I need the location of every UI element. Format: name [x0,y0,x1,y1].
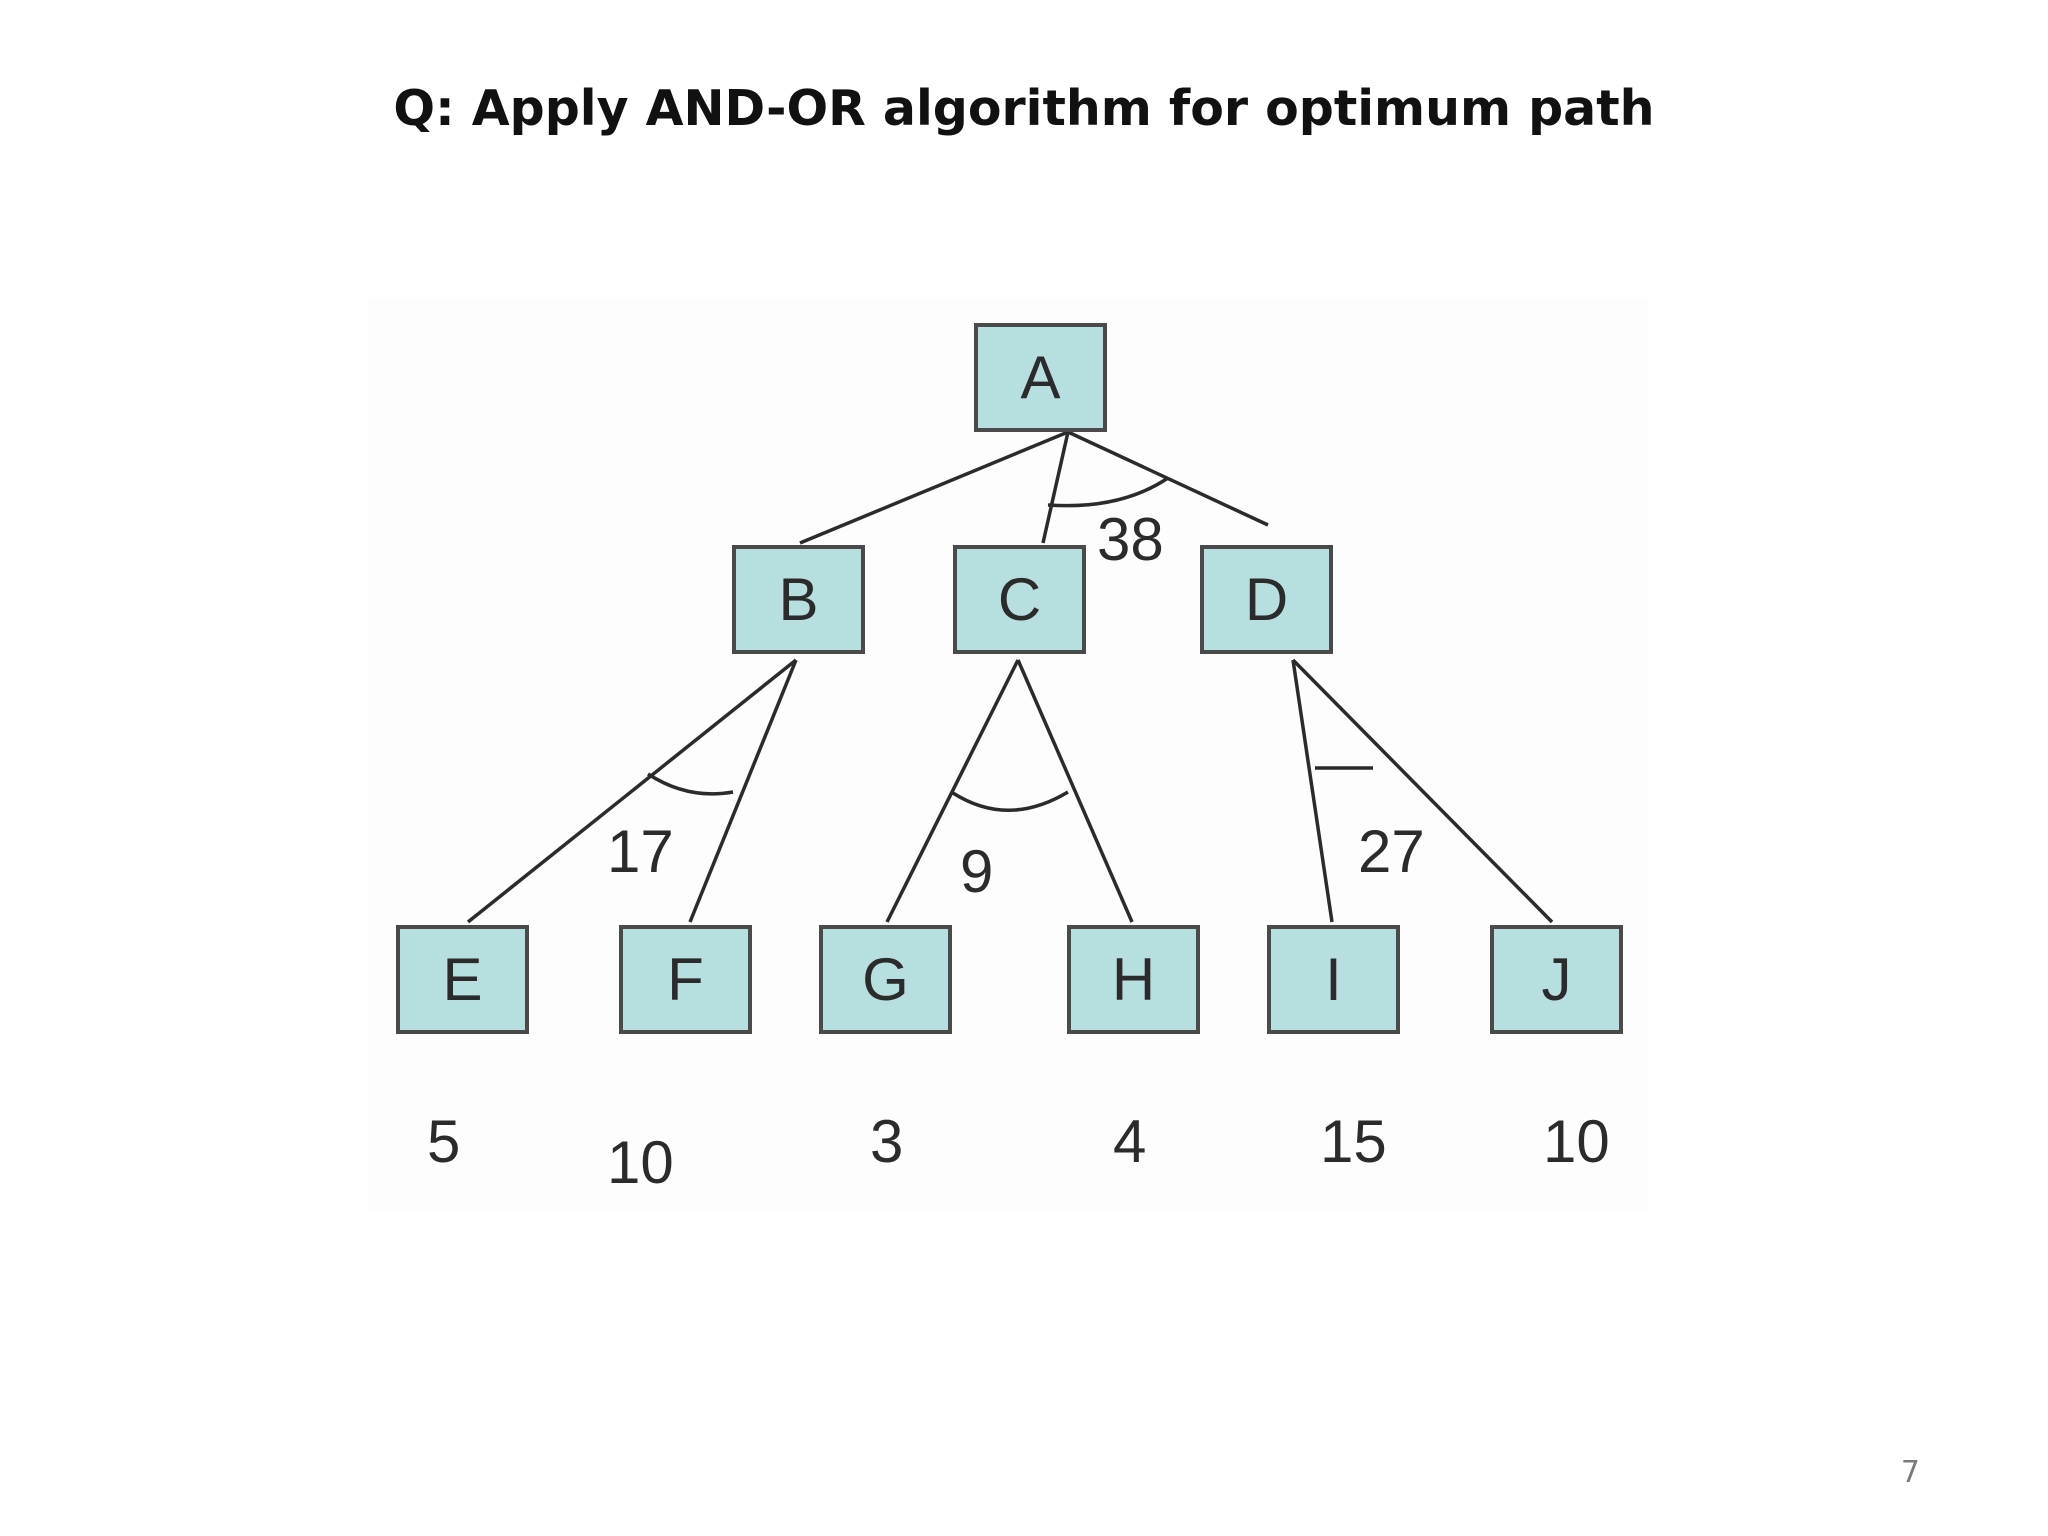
node-j: J [1490,925,1623,1034]
edge-c-g [885,659,1020,923]
edge-b-e [466,658,798,924]
node-e: E [396,925,529,1034]
diagram-panel [368,298,1648,1210]
edge-c-h [1016,659,1134,923]
node-h: H [1067,925,1200,1034]
node-f: F [619,925,752,1034]
and-arc-a-cd [1047,476,1169,508]
leaf-cost-g: 3 [870,1108,904,1175]
leaf-cost-h: 4 [1113,1108,1147,1175]
page-number: 7 [1900,1455,1920,1490]
node-c: C [953,545,1086,654]
edge-b-f [688,659,798,923]
slide-title: Q: Apply AND-OR algorithm for optimum pa… [393,80,1655,137]
edge-d-j [1291,658,1554,924]
node-d: D [1200,545,1333,654]
node-g: G [819,925,952,1034]
and-cost-a-cd: 38 [1097,506,1164,573]
and-cost-d-ij: 27 [1358,818,1425,885]
edge-a-b [799,430,1069,545]
and-cost-b-ef: 17 [607,818,674,885]
leaf-cost-j: 10 [1543,1108,1610,1175]
node-b: B [732,545,865,654]
leaf-cost-i: 15 [1320,1108,1387,1175]
leaf-cost-f: 10 [607,1129,674,1196]
edge-a-c [1041,431,1070,544]
and-cost-c-gh: 9 [960,838,994,905]
node-a: A [974,323,1107,432]
leaf-cost-e: 5 [427,1108,461,1175]
node-i: I [1267,925,1400,1034]
and-arc-c-gh [952,790,1069,812]
edge-d-i [1291,659,1334,923]
and-arc-b-ef [647,772,734,796]
